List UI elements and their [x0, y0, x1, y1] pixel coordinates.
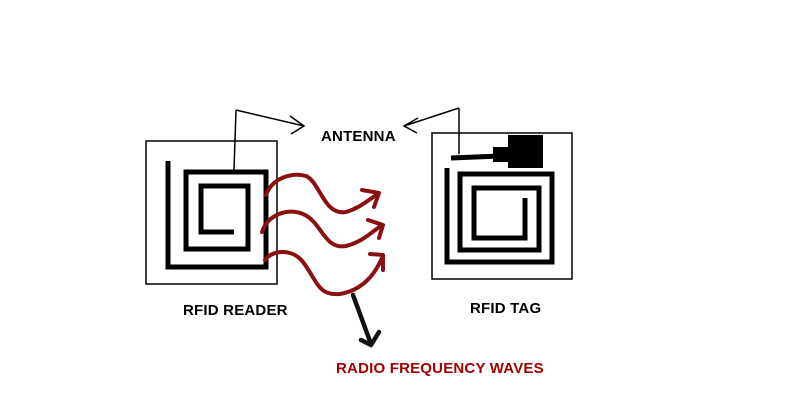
wave-middle: [260, 209, 384, 249]
rfid-reader: [145, 109, 278, 285]
tag-antenna-pointer: [402, 107, 460, 134]
tag-box: [431, 132, 573, 280]
wave-bottom-arrowhead: [368, 252, 385, 272]
waves-pointer-line: [350, 292, 374, 347]
wave-top: [264, 172, 380, 215]
wave-bottom: [263, 250, 384, 297]
rfid-tag-label: RFID TAG: [470, 300, 542, 317]
rf-waves: [260, 172, 385, 297]
rfid-tag: [431, 132, 573, 280]
tag-chip: [508, 135, 543, 168]
antenna-pointers: [235, 107, 460, 154]
waves-pointer: [350, 292, 382, 348]
reader-box: [145, 140, 278, 285]
reader-coil: [165, 161, 269, 270]
tag-chip-connector: [493, 147, 509, 162]
radio-frequency-waves-label: RADIO FREQUENCY WAVES: [336, 360, 544, 377]
wave-middle-arrowhead: [366, 218, 385, 240]
reader-antenna-lead: [233, 109, 237, 171]
rfid-reader-label: RFID READER: [183, 302, 288, 319]
reader-antenna-pointer: [235, 109, 306, 135]
antenna-label: ANTENNA: [321, 128, 396, 145]
waves-pointer-arrowhead: [358, 329, 382, 348]
tag-coil: [444, 153, 555, 265]
wave-top-arrowhead: [360, 188, 381, 209]
